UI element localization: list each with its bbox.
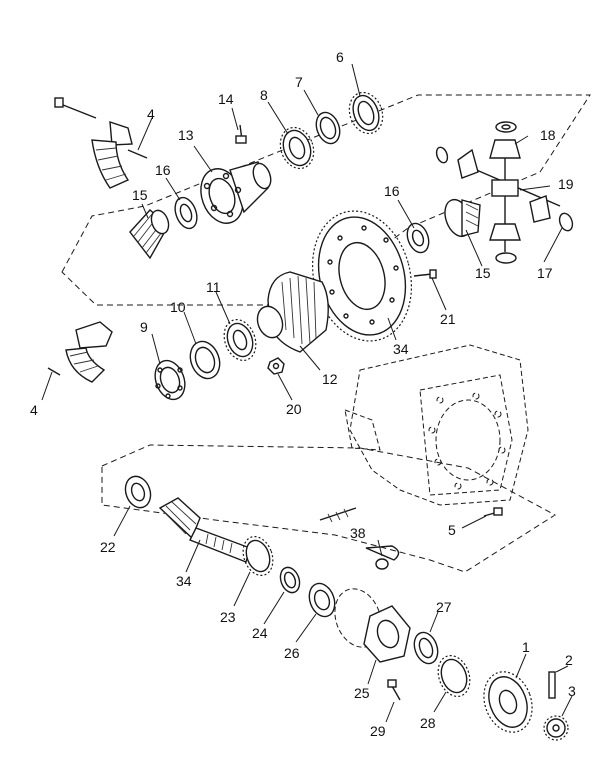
callout-7: 7	[295, 74, 303, 90]
callout-1: 1	[522, 639, 530, 655]
part-24-bearing-cup	[279, 566, 301, 594]
part-16-thrust-washer-right	[406, 222, 430, 254]
part-19-spider-assembly	[435, 139, 561, 252]
part-9-adjusting-nut	[154, 359, 186, 401]
callout-22: 22	[100, 539, 116, 555]
callout-28: 28	[420, 715, 436, 731]
callout-15-right: 15	[475, 265, 491, 281]
part-11-bearing-cone	[223, 319, 257, 361]
callout-3: 3	[568, 683, 576, 699]
part-4-bearing-cap-lower	[47, 321, 113, 383]
part-28-bearing-cone	[437, 655, 471, 697]
callout-4-lower: 4	[30, 402, 38, 418]
callout-27: 27	[436, 599, 452, 615]
part-20-nut	[267, 357, 285, 375]
part-4-bearing-cap-upper	[54, 97, 148, 189]
leader-lines	[41, 63, 573, 723]
callout-2: 2	[565, 652, 573, 668]
callout-4-upper: 4	[147, 106, 155, 122]
part-8-bearing-cone	[279, 126, 315, 170]
part-1-drive-gear	[483, 671, 533, 733]
callout-10: 10	[170, 299, 186, 315]
part-22-pilot-bearing	[124, 475, 152, 509]
callout-12: 12	[322, 371, 338, 387]
part-21-bolt	[413, 269, 437, 279]
callout-15-left: 15	[132, 187, 148, 203]
pinion-bolt	[319, 507, 357, 523]
callout-labels: 1 2 3 4 4 5 6 7 8 9 10 11 12 13 14 15 15…	[30, 49, 576, 739]
callout-9: 9	[140, 319, 148, 335]
part-27-bearing-cup	[413, 631, 439, 665]
callout-19: 19	[558, 176, 574, 192]
part-2-pin	[548, 671, 556, 699]
part-7-bearing-race	[315, 111, 341, 145]
part-3-nut	[543, 715, 569, 741]
callout-18: 18	[540, 127, 556, 143]
carrier-housing-phantom	[344, 344, 529, 506]
callout-34-ring-gear: 34	[393, 341, 409, 357]
part-16-thrust-washer	[174, 196, 198, 230]
callout-23: 23	[220, 609, 236, 625]
callout-21: 21	[440, 311, 456, 327]
part-34-ring-gear	[311, 210, 413, 342]
callout-25: 25	[354, 685, 370, 701]
part-26-shim	[308, 582, 336, 618]
part-5-dowel-pin	[483, 507, 503, 517]
callout-6: 6	[336, 49, 344, 65]
part-15-side-gear-right	[444, 198, 481, 238]
part-13-case-half	[200, 161, 272, 224]
part-14-bolt	[235, 124, 247, 144]
part-6-bearing-cup	[348, 91, 384, 135]
part-38-plug	[365, 545, 400, 570]
callout-5: 5	[448, 522, 456, 538]
callout-17: 17	[537, 265, 553, 281]
part-34-drive-pinion	[158, 497, 251, 563]
callout-8: 8	[260, 87, 268, 103]
part-25-bearing-retainer	[363, 605, 411, 663]
part-18-pinion-washer	[495, 121, 517, 133]
part-17-pinion-washer	[495, 212, 574, 264]
callout-24: 24	[252, 625, 268, 641]
part-15-side-gear	[129, 209, 170, 260]
callout-26: 26	[284, 645, 300, 661]
callout-16-left: 16	[155, 162, 171, 178]
part-10-bearing-cup	[189, 340, 221, 380]
callout-14: 14	[218, 91, 234, 107]
callout-34-pinion: 34	[176, 573, 192, 589]
callout-13: 13	[178, 127, 194, 143]
part-29-bolt	[387, 679, 401, 701]
callout-16-right: 16	[384, 183, 400, 199]
callout-29: 29	[370, 723, 386, 739]
callout-20: 20	[286, 401, 302, 417]
differential-subassembly-outline	[61, 94, 591, 306]
part-23-bearing-cone	[242, 536, 274, 576]
callout-38: 38	[350, 525, 366, 541]
part-12-differential-case	[256, 271, 329, 353]
callout-11: 11	[206, 279, 221, 295]
